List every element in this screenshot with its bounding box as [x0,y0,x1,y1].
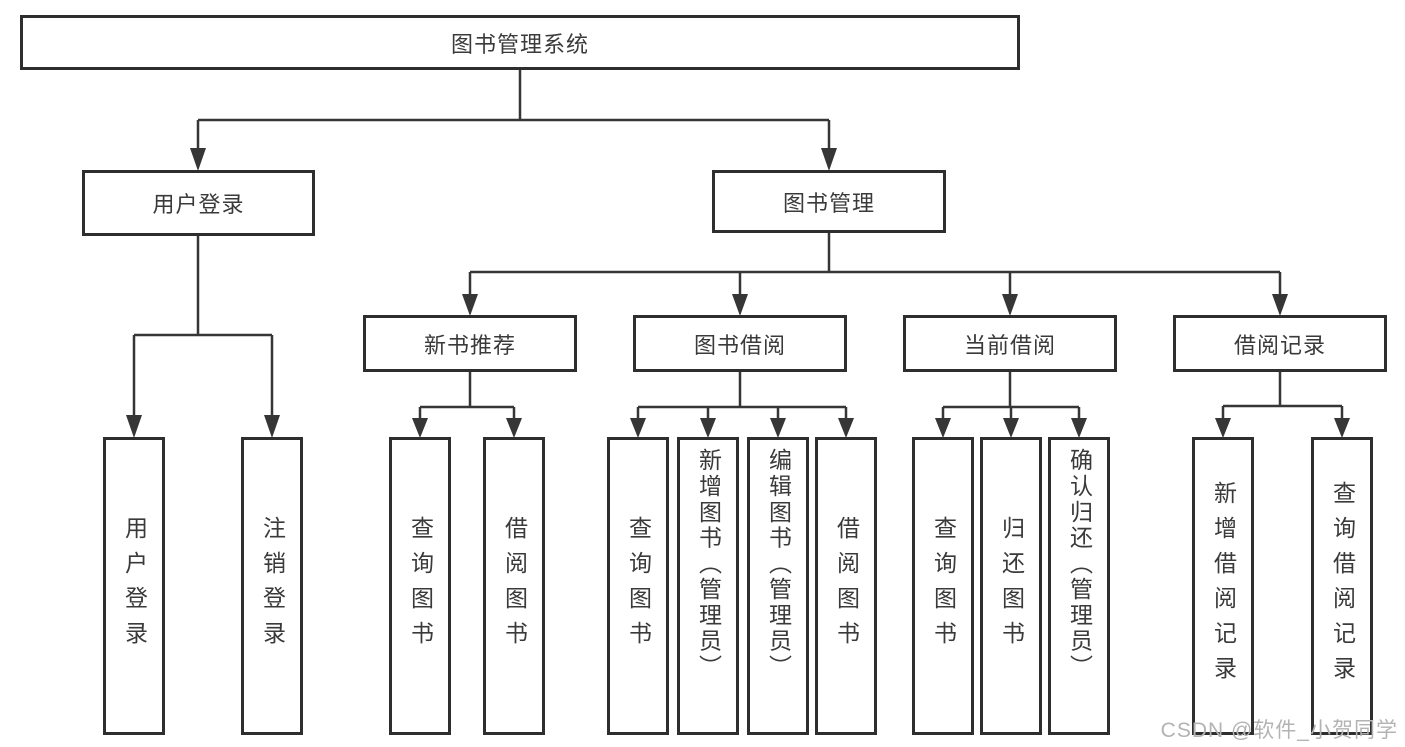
node-root-system: 图书管理系统 [20,15,1020,70]
leaf-confirm-return-admin: 确认归还（管理员） [1048,437,1110,735]
leaf-query-books-current: 查询图书 [912,437,974,735]
leaf-query-borrow-record: 查询借阅记录 [1311,437,1373,735]
leaf-logout: 注销登录 [241,437,303,735]
leaf-user-login: 用户登录 [103,437,165,735]
leaf-add-borrow-record: 新增借阅记录 [1192,437,1254,735]
leaf-query-books-borrowing: 查询图书 [607,437,669,735]
arrowheads [126,148,1350,438]
leaf-query-books-recommend: 查询图书 [389,437,451,735]
leaf-edit-books-admin: 编辑图书（管理员） [747,437,809,735]
node-borrowing-records: 借阅记录 [1173,315,1387,372]
node-book-borrowing: 图书借阅 [633,315,847,372]
leaf-return-books: 归还图书 [980,437,1042,735]
node-book-management: 图书管理 [712,170,946,233]
csdn-watermark: CSDN @软件_小贺同学 [1160,719,1398,742]
leaf-borrow-books-recommend: 借阅图书 [483,437,545,735]
node-new-book-recommend: 新书推荐 [363,315,577,372]
leaf-add-books-admin: 新增图书（管理员） [677,437,739,735]
node-current-borrowing: 当前借阅 [903,315,1117,372]
node-user-login: 用户登录 [82,170,315,236]
leaf-borrow-books-borrowing: 借阅图书 [815,437,877,735]
